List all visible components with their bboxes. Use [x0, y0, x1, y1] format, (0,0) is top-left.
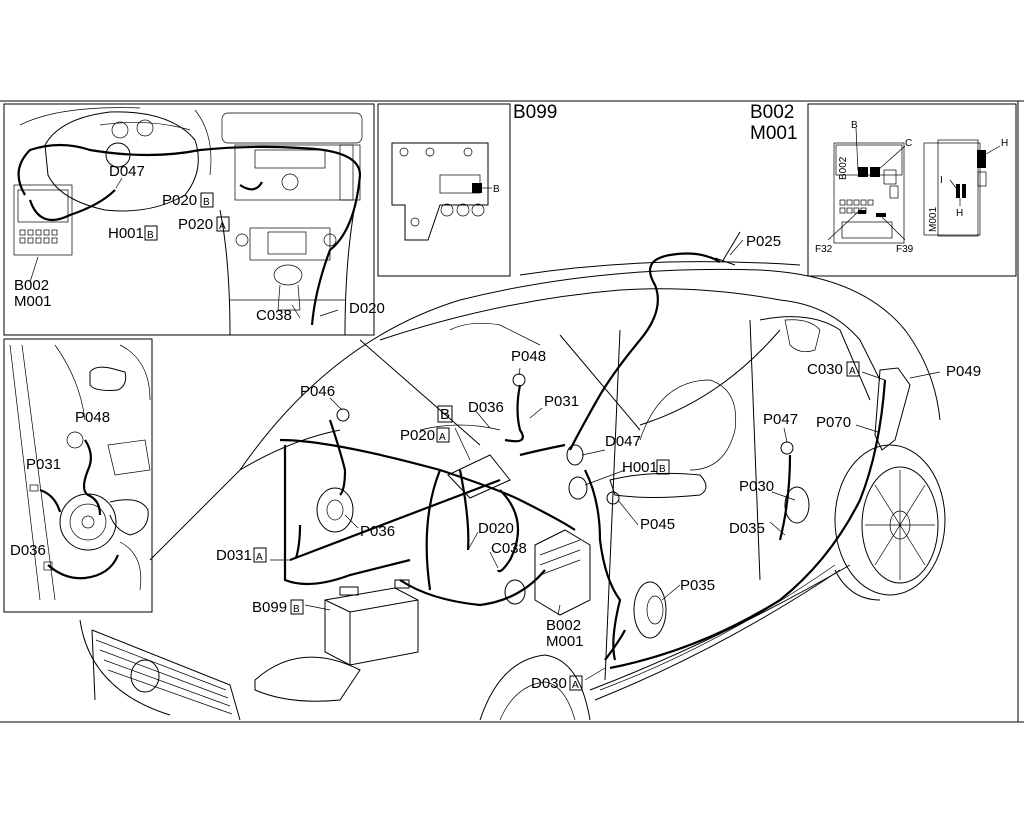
main-labels: P025 P049 C030 A P048 P046 P031 D036 B P… — [216, 233, 981, 692]
box-p020: A — [439, 432, 446, 443]
fusebox-letter-b: B — [851, 120, 858, 131]
dash-label-p020b: P020 — [162, 192, 197, 209]
box-d030: A — [572, 680, 579, 691]
fusebox-title-b002: B002 — [750, 102, 794, 123]
label-h001: H001 — [622, 459, 658, 476]
label-m001: M001 — [546, 633, 584, 650]
label-p045: P045 — [640, 516, 675, 533]
fusebox-letter-h-top: H — [1001, 138, 1008, 149]
label-p025: P025 — [746, 233, 781, 250]
label-p046: P046 — [300, 383, 335, 400]
dash-label-h001: H001 — [108, 225, 144, 242]
box-b099: B — [293, 604, 300, 615]
label-d047: D047 — [605, 433, 641, 450]
fusebox-letter-h-bottom: H — [956, 208, 963, 219]
label-p020: P020 — [400, 427, 435, 444]
dash-label-c038: C038 — [256, 307, 292, 324]
dash-label-b002: B002 — [14, 277, 49, 294]
dashboard-panel: D047 P020 B H001 B P020 A B002 M001 C038… — [3, 103, 385, 336]
label-p030: P030 — [739, 478, 774, 495]
b099-title: B099 — [513, 102, 557, 123]
label-c030: C030 — [807, 361, 843, 378]
label-b099: B099 — [252, 599, 287, 616]
b099-panel: B099 B — [377, 102, 557, 277]
car-illustration — [79, 231, 946, 721]
label-d020: D020 — [478, 520, 514, 537]
fusebox-side-m001: M001 — [928, 207, 939, 232]
fuse-f39: F39 — [896, 244, 914, 255]
door-label-d036: D036 — [10, 542, 46, 559]
label-d036: D036 — [468, 399, 504, 416]
fusebox-side-b002: B002 — [838, 156, 849, 180]
dash-box-a: A — [219, 221, 226, 232]
dash-label-m001: M001 — [14, 293, 52, 310]
dash-box-b2: B — [147, 230, 154, 241]
fuse-f32: F32 — [815, 244, 833, 255]
fusebox-panel: B002 M001 — [750, 102, 1017, 277]
door-label-p048: P048 — [75, 409, 110, 426]
dash-label-d047: D047 — [109, 163, 145, 180]
label-p035: P035 — [680, 577, 715, 594]
fusebox-letter-c: C — [905, 138, 912, 149]
label-p047: P047 — [763, 411, 798, 428]
b099-connector-letter: B — [493, 184, 500, 195]
label-p070: P070 — [816, 414, 851, 431]
label-d035: D035 — [729, 520, 765, 537]
label-d031: D031 — [216, 547, 252, 564]
label-c038: C038 — [491, 540, 527, 557]
label-b: B — [440, 406, 450, 423]
door-panel: P048 P031 D036 — [3, 338, 153, 613]
fusebox-letter-i: I — [940, 175, 943, 186]
dash-box-b: B — [203, 197, 210, 208]
label-p036: P036 — [360, 523, 395, 540]
dash-label-d020: D020 — [349, 300, 385, 317]
label-p048: P048 — [511, 348, 546, 365]
dash-label-p020a: P020 — [178, 216, 213, 233]
label-p031: P031 — [544, 393, 579, 410]
door-label-p031: P031 — [26, 456, 61, 473]
box-h001: B — [659, 464, 666, 475]
fusebox-title-m001: M001 — [750, 123, 798, 144]
label-b002: B002 — [546, 617, 581, 634]
label-d030: D030 — [531, 675, 567, 692]
box-c030: A — [849, 366, 856, 377]
label-p049: P049 — [946, 363, 981, 380]
box-d031: A — [256, 552, 263, 563]
